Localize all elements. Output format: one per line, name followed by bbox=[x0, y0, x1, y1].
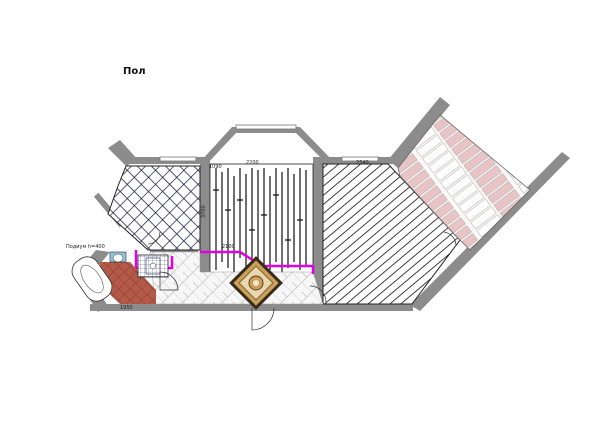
dim-1950: 1950 bbox=[120, 305, 133, 311]
room-diamond-floor bbox=[107, 165, 201, 251]
dim-1090: 1090 bbox=[209, 164, 222, 170]
loggia-floor bbox=[397, 114, 531, 251]
windows bbox=[159, 124, 379, 162]
dim-3700: 3700 bbox=[201, 205, 207, 218]
dim-2340: 2340 bbox=[356, 160, 369, 166]
floor-medallion bbox=[229, 256, 283, 310]
podium-label: Подиум h=400 bbox=[66, 244, 105, 250]
dim-2100: 2100 bbox=[222, 244, 235, 250]
doors bbox=[147, 231, 457, 331]
walls bbox=[72, 97, 570, 312]
plan-title: Пол bbox=[123, 66, 146, 77]
room-diagonal-floor bbox=[322, 163, 461, 305]
room-plank-floor bbox=[209, 163, 314, 275]
bathroom-red-tile bbox=[100, 262, 156, 304]
bathtub bbox=[71, 256, 113, 302]
dim-2200: 2200 bbox=[246, 160, 259, 166]
toilet-bowl bbox=[112, 253, 124, 263]
